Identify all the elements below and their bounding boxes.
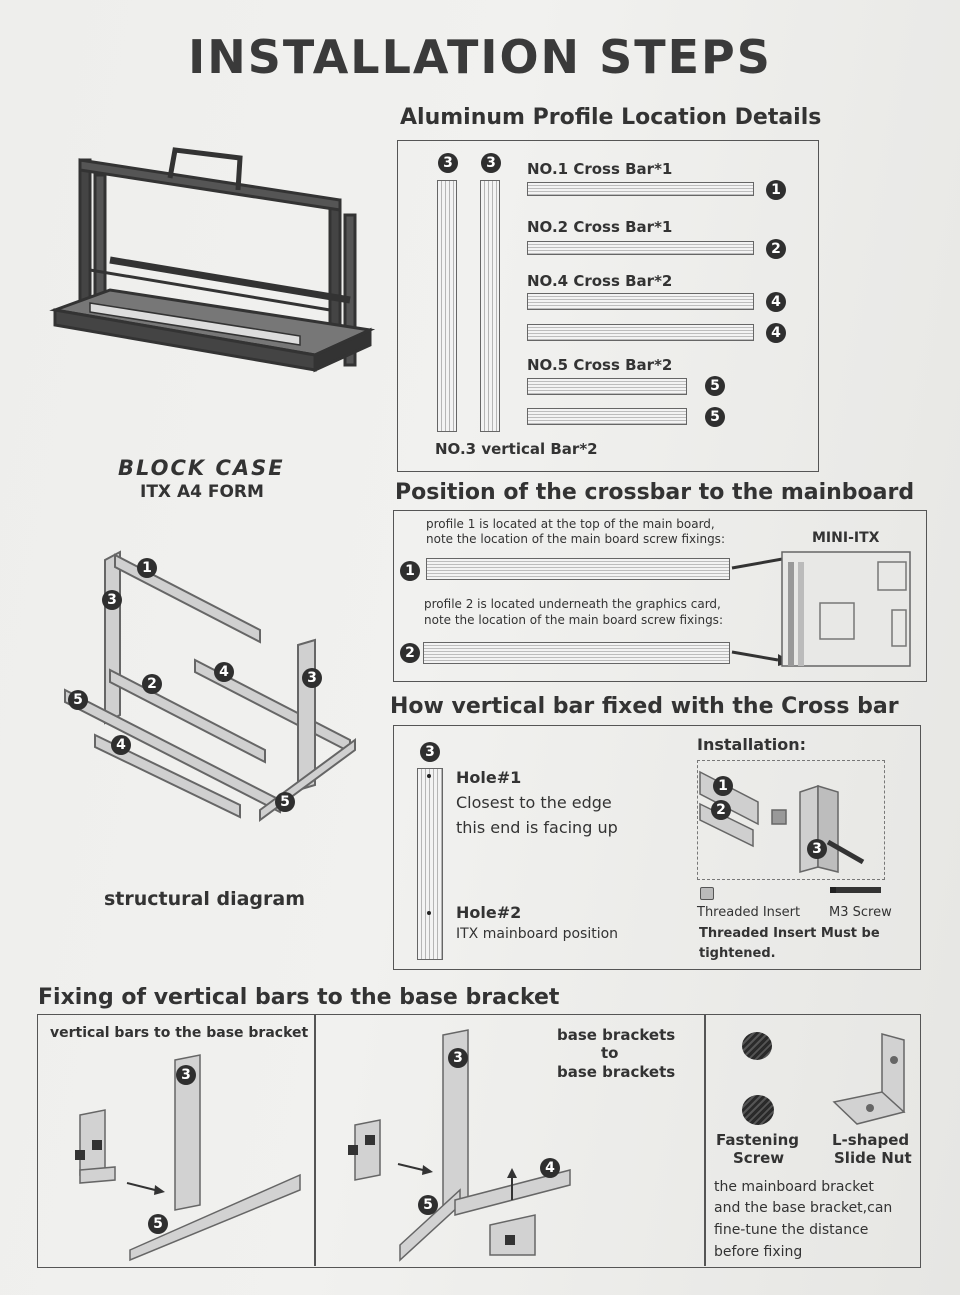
inst-num-3: 3 (807, 839, 827, 859)
crossbar-4a-num: 4 (766, 292, 786, 312)
base-fix-divider-1 (314, 1015, 316, 1266)
struct-num-2: 2 (142, 674, 162, 694)
threaded-insert-icon (700, 887, 714, 900)
m3-screw-icon (830, 887, 881, 893)
profile1-text-a: profile 1 is located at the top of the m… (426, 517, 715, 531)
struct-num-3b: 3 (302, 668, 322, 688)
profile-details-box (397, 140, 819, 472)
crossbar-position-heading: Position of the crossbar to the mainboar… (395, 480, 915, 505)
crossbar-2-label: NO.2 Cross Bar*1 (527, 218, 673, 236)
crossbar-5b (527, 408, 687, 425)
struct-num-4a: 4 (214, 662, 234, 682)
crossbar-5-label: NO.5 Cross Bar*2 (527, 356, 673, 374)
slide-nut-label-a: L-shaped (832, 1131, 910, 1149)
hole2-label: Hole#2 (456, 903, 522, 922)
crossbar-4b (527, 324, 754, 341)
base-fix-heading: Fixing of vertical bars to the base brac… (38, 985, 560, 1010)
hole2-marker (427, 911, 431, 915)
structural-label: structural diagram (104, 888, 306, 910)
crossbar-4b-num: 4 (766, 323, 786, 343)
mainboard-illustration (781, 551, 911, 667)
panel2-num-3: 3 (448, 1048, 468, 1068)
profile2-text-a: profile 2 is located underneath the grap… (424, 597, 721, 611)
inst-num-2: 2 (711, 800, 731, 820)
panel2-label-c: base brackets (557, 1063, 676, 1081)
installation-label: Installation: (697, 735, 806, 754)
struct-num-5a: 5 (68, 690, 88, 710)
profile-details-heading: Aluminum Profile Location Details (400, 105, 822, 130)
installation-detail-frame (697, 760, 885, 880)
profile1-num: 1 (400, 561, 420, 581)
struct-num-3a: 3 (102, 590, 122, 610)
crossbar-1-label: NO.1 Cross Bar*1 (527, 160, 673, 178)
hole1-desc-a: Closest to the edge (456, 793, 612, 812)
panel1-illustration (75, 1054, 301, 1262)
hole1-label: Hole#1 (456, 768, 522, 787)
product-form: ITX A4 FORM (140, 482, 264, 502)
panel2-num-4: 4 (540, 1158, 560, 1178)
struct-num-5b: 5 (275, 792, 295, 812)
hole1-marker (427, 774, 431, 778)
frame-illustration (49, 147, 376, 373)
m3-screw-label: M3 Screw (829, 905, 892, 920)
inst-num-1: 1 (713, 776, 733, 796)
slide-nut-label-b: Slide Nut (834, 1149, 912, 1167)
vertical-fix-num: 3 (420, 742, 440, 762)
panel1-label: vertical bars to the base bracket (50, 1025, 309, 1041)
crossbar-4-label: NO.4 Cross Bar*2 (527, 272, 673, 290)
hole2-desc: ITX mainboard position (456, 926, 619, 942)
struct-num-1: 1 (137, 558, 157, 578)
crossbar-1-num: 1 (766, 180, 786, 200)
base-note-b: and the base bracket,can (714, 1200, 893, 1216)
l-slide-nut-icon (832, 1033, 906, 1125)
vertical-bar-label: NO.3 vertical Bar*2 (435, 440, 598, 458)
profile1-bar (426, 558, 730, 580)
fastening-label-b: Screw (733, 1149, 785, 1167)
hole1-desc-b: this end is facing up (456, 818, 618, 837)
panel2-label-a: base brackets (557, 1026, 676, 1044)
profile2-text-b: note the location of the main board scre… (424, 613, 723, 627)
structural-illustration (64, 550, 356, 822)
vertical-fix-bar (417, 768, 443, 960)
crossbar-5a (527, 378, 687, 395)
crossbar-4a (527, 293, 754, 310)
vertical-fix-heading: How vertical bar fixed with the Cross ba… (390, 694, 899, 719)
page-title: INSTALLATION STEPS (188, 30, 772, 84)
crossbar-5b-num: 5 (705, 407, 725, 427)
profile2-bar (423, 642, 730, 664)
panel2-num-5: 5 (418, 1195, 438, 1215)
fastening-label-a: Fastening (716, 1131, 799, 1149)
mini-itx-label: MINI-ITX (812, 530, 880, 546)
panel2-illustration (348, 1029, 571, 1262)
vertical-fix-box (393, 725, 921, 970)
struct-num-4b: 4 (111, 735, 131, 755)
threaded-insert-label: Threaded Insert (697, 905, 801, 920)
crossbar-1 (527, 182, 754, 196)
fastening-screw-icon-bottom (742, 1095, 774, 1125)
base-fix-divider-2 (704, 1015, 706, 1266)
base-note-d: before fixing (714, 1244, 803, 1260)
vertical-bar-num-b: 3 (481, 153, 501, 173)
base-fix-box (37, 1014, 921, 1268)
fastening-screw-icon-top (742, 1032, 772, 1060)
base-note-a: the mainboard bracket (714, 1179, 874, 1195)
profile2-num: 2 (400, 643, 420, 663)
vertical-bar-num-a: 3 (438, 153, 458, 173)
must-tighten-b: tightened. (699, 946, 776, 961)
panel1-num-5: 5 (148, 1214, 168, 1234)
crossbar-5a-num: 5 (705, 376, 725, 396)
panel2-label-b: to (601, 1044, 619, 1062)
base-note-c: fine-tune the distance (714, 1222, 869, 1238)
product-name: BLOCK CASE (118, 456, 285, 480)
panel1-num-3: 3 (176, 1065, 196, 1085)
must-tighten-a: Threaded Insert Must be (699, 926, 880, 941)
crossbar-position-box (393, 510, 927, 682)
vertical-bar-a (437, 180, 457, 432)
profile1-text-b: note the location of the main board scre… (426, 532, 725, 546)
vertical-bar-b (480, 180, 500, 432)
crossbar-2 (527, 241, 754, 255)
crossbar-2-num: 2 (766, 239, 786, 259)
